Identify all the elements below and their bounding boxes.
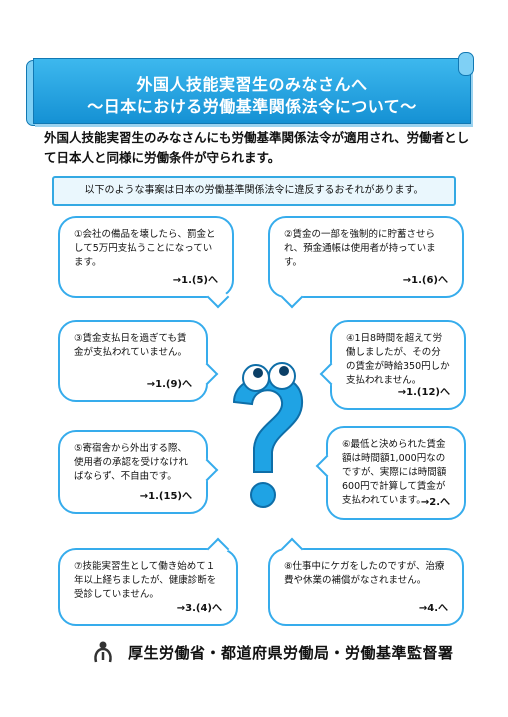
case-reference: →1.(12)へ [397,387,450,398]
case-bubble-4: ④1日8時間を超えて労働しましたが、その分の賃金が時給350円しか支払われません… [319,320,466,410]
case-text: ⑤寄宿舎から外出する際、使用者の承認を受けなければならず、不自由です。 [74,443,189,482]
ministry-logo-icon [94,641,112,663]
speech-tail [319,362,343,386]
case-reference: →2.へ [420,497,450,508]
case-text: ⑧仕事中にケガをしたのですが、治療費や休業の補償がなされません。 [284,561,445,586]
notice-text: 以下のような事案は日本の労働基準関係法令に違反するおそれがあります。 [84,185,424,196]
case-bubble-1: ①会社の備品を壊したら、罰金として5万円支払うことになっています。 →1.(5)… [58,216,234,309]
case-text: ⑥最低と決められた賃金額は時間額1,000円なのですが、実際には時間額600円で… [342,439,447,506]
case-reference: →1.(6)へ [402,275,448,286]
case-bubble-6: ⑥最低と決められた賃金額は時間額1,000円なのですが、実際には時間額600円で… [315,426,466,520]
footer-organizations: 厚生労働省・都道府県労働局・労働基準監督署 [128,644,454,662]
case-reference: →1.(9)へ [146,379,192,390]
footer: 厚生労働省・都道府県労働局・労働基準監督署 [0,640,508,664]
case-reference: →1.(5)へ [172,275,218,286]
title-banner: 外国人技能実習生のみなさんへ 〜日本における労働基準関係法令について〜 [33,58,471,124]
case-text: ③賃金支払日を過ぎても賃金が支払われていません。 [74,333,187,358]
speech-tail [280,537,304,561]
notice-box: 以下のような事案は日本の労働基準関係法令に違反するおそれがあります。 [52,176,456,206]
case-text: ②賃金の一部を強制的に貯蓄させられ、預金通帳は使用者が持っています。 [284,229,436,268]
case-reference: →3.(4)へ [176,603,222,614]
case-bubble-2: ②賃金の一部を強制的に貯蓄させられ、預金通帳は使用者が持っています。 →1.(6… [268,216,464,309]
intro-text: 外国人技能実習生のみなさんにも労働基準関係法令が適用され、労働者として日本人と同… [44,130,470,165]
case-bubble-7: ⑦技能実習生として働き始めて１年以上経ちましたが、健康診断を受診していません。 … [58,537,238,626]
case-reference: →1.(15)へ [139,491,192,502]
banner-subtitle: 〜日本における労働基準関係法令について〜 [87,97,417,116]
case-text: ⑦技能実習生として働き始めて１年以上経ちましたが、健康診断を受診していません。 [74,561,217,600]
case-reference: →4.へ [418,603,448,614]
banner-scroll-right [458,52,474,76]
case-text: ④1日8時間を超えて労働しましたが、その分の賃金が時給350円しか支払われません… [346,333,450,386]
case-bubble-5: ⑤寄宿舎から外出する際、使用者の承認を受けなければならず、不自由です。 →1.(… [58,430,219,514]
speech-tail [206,285,230,309]
case-bubble-3: ③賃金支払日を過ぎても賃金が支払われていません。 →1.(9)へ [58,320,219,402]
banner-title: 外国人技能実習生のみなさんへ [136,75,368,94]
speech-tail [280,285,304,309]
question-mark-mascot-icon [232,362,304,508]
case-text: ①会社の備品を壊したら、罰金として5万円支払うことになっています。 [74,229,216,268]
speech-tail [206,537,230,561]
case-bubble-8: ⑧仕事中にケガをしたのですが、治療費や休業の補償がなされません。 →4.へ [268,537,464,626]
